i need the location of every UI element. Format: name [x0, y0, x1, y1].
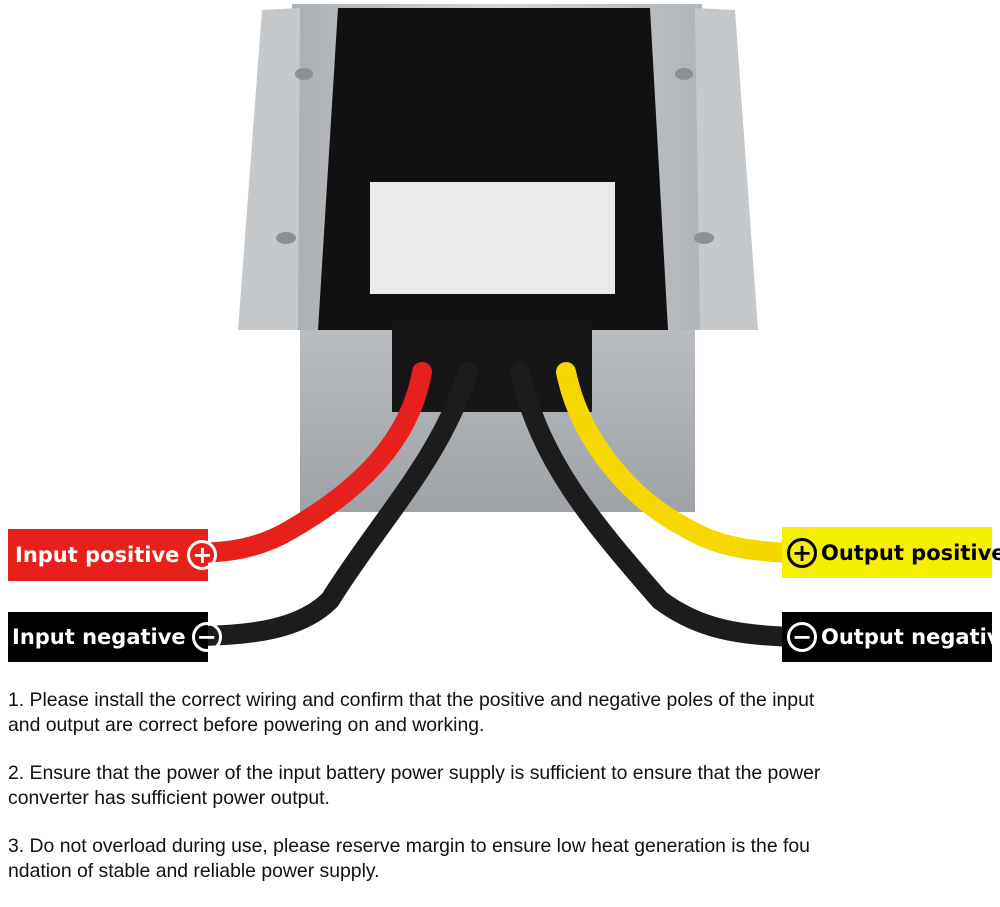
wire-input-positive	[190, 362, 432, 563]
wire-input-negative	[190, 362, 478, 646]
label-text: Input positive	[15, 543, 180, 567]
plus-icon: +	[187, 540, 218, 570]
label-text: Output negative	[821, 625, 1000, 649]
plus-icon: +	[787, 537, 817, 568]
blank-label-plate	[370, 182, 615, 294]
mount-hole	[694, 232, 714, 244]
minus-icon: −	[787, 622, 817, 652]
converter-wiring-diagram: Input positive + Input negative − + Outp…	[8, 4, 1000, 882]
label-input-positive: Input positive +	[8, 529, 218, 581]
wires	[190, 362, 805, 647]
note-item: 2. Ensure that the power of the input ba…	[8, 762, 821, 809]
label-input-negative: Input negative −	[8, 612, 222, 662]
note-item: 1. Please install the correct wiring and…	[8, 689, 815, 736]
mount-hole	[295, 68, 313, 80]
installation-notes: 1. Please install the correct wiring and…	[8, 688, 998, 907]
label-output-negative: − Output negative	[782, 612, 1000, 662]
note-item: 3. Do not overload during use, please re…	[8, 835, 810, 882]
mount-hole	[276, 232, 296, 244]
mounting-flange-right	[695, 8, 758, 330]
wire-output-negative	[510, 362, 805, 647]
mounting-flange-left	[238, 8, 300, 330]
label-text: Input negative	[12, 625, 186, 649]
converter-illustration	[190, 4, 805, 647]
minus-icon: −	[191, 622, 222, 652]
label-text: Output positive	[821, 540, 1000, 565]
converter-housing	[238, 4, 758, 512]
label-output-positive: + Output positive	[782, 527, 1000, 578]
wire-output-positive	[556, 362, 805, 563]
mount-hole	[675, 68, 693, 80]
